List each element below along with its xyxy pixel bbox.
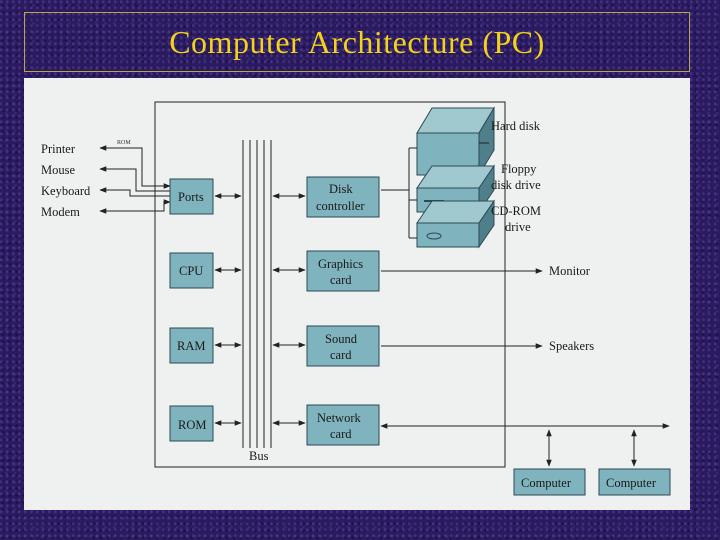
cdrom-drive [416,199,495,249]
speakers-label: Speakers [549,339,594,353]
drive-connector-lines [381,142,489,239]
keyboard-label: Keyboard [41,184,91,198]
ports-label: Ports [178,190,204,204]
network-card-label-2: card [330,427,352,441]
ram-label: RAM [177,339,205,353]
architecture-diagram: Bus Printer Mouse Keyboard Modem ROM Por… [24,78,690,510]
sound-card-label-1: Sound [325,332,358,346]
mouse-label: Mouse [41,163,75,177]
cdrom-label-2: drive [505,220,531,234]
network-card-label-1: Network [317,411,361,425]
network-computer-label-2: Computer [606,476,657,490]
network-computer-box-1 [513,468,586,496]
network-lines [380,423,670,467]
monitor-label: Monitor [549,264,591,278]
ports-box [169,178,214,215]
cpu-label: CPU [179,264,203,278]
bus-label: Bus [249,449,269,463]
hard-disk-drive [416,106,495,177]
right-bus-arrows [272,193,306,426]
left-bus-arrows [214,193,242,426]
page-title: Computer Architecture (PC) [169,23,545,60]
floppy-disk-drive [416,164,495,214]
cdrom-label-1: CD-ROM [491,204,541,218]
disk-controller-label-2: controller [316,199,365,213]
graphics-card-label-1: Graphics [318,257,363,271]
floppy-label-1: Floppy [501,162,537,176]
sound-card-label-2: card [330,348,352,362]
floppy-label-2: disk drive [491,178,541,192]
bus-lines [242,140,272,448]
disk-controller-box [306,176,380,218]
modem-label: Modem [41,205,80,219]
sound-card-box [306,325,380,367]
ram-box [169,327,214,364]
rom-tag: ROM [117,140,131,146]
system-unit-outline [154,101,506,468]
graphics-card-box [306,250,380,292]
network-computer-box-2 [598,468,671,496]
rom-box [169,405,214,442]
rom-label: ROM [178,418,206,432]
graphics-card-label-2: card [330,273,352,287]
title-frame: Computer Architecture (PC) [24,12,690,72]
printer-label: Printer [41,142,76,156]
network-card-box [306,404,380,446]
diagram-svg: Bus Printer Mouse Keyboard Modem ROM Por… [41,101,671,496]
disk-controller-label-1: Disk [329,182,353,196]
cpu-box [169,252,214,289]
hard-disk-label: Hard disk [491,119,541,133]
network-computer-label-1: Computer [521,476,572,490]
peripheral-arrows [99,145,171,214]
